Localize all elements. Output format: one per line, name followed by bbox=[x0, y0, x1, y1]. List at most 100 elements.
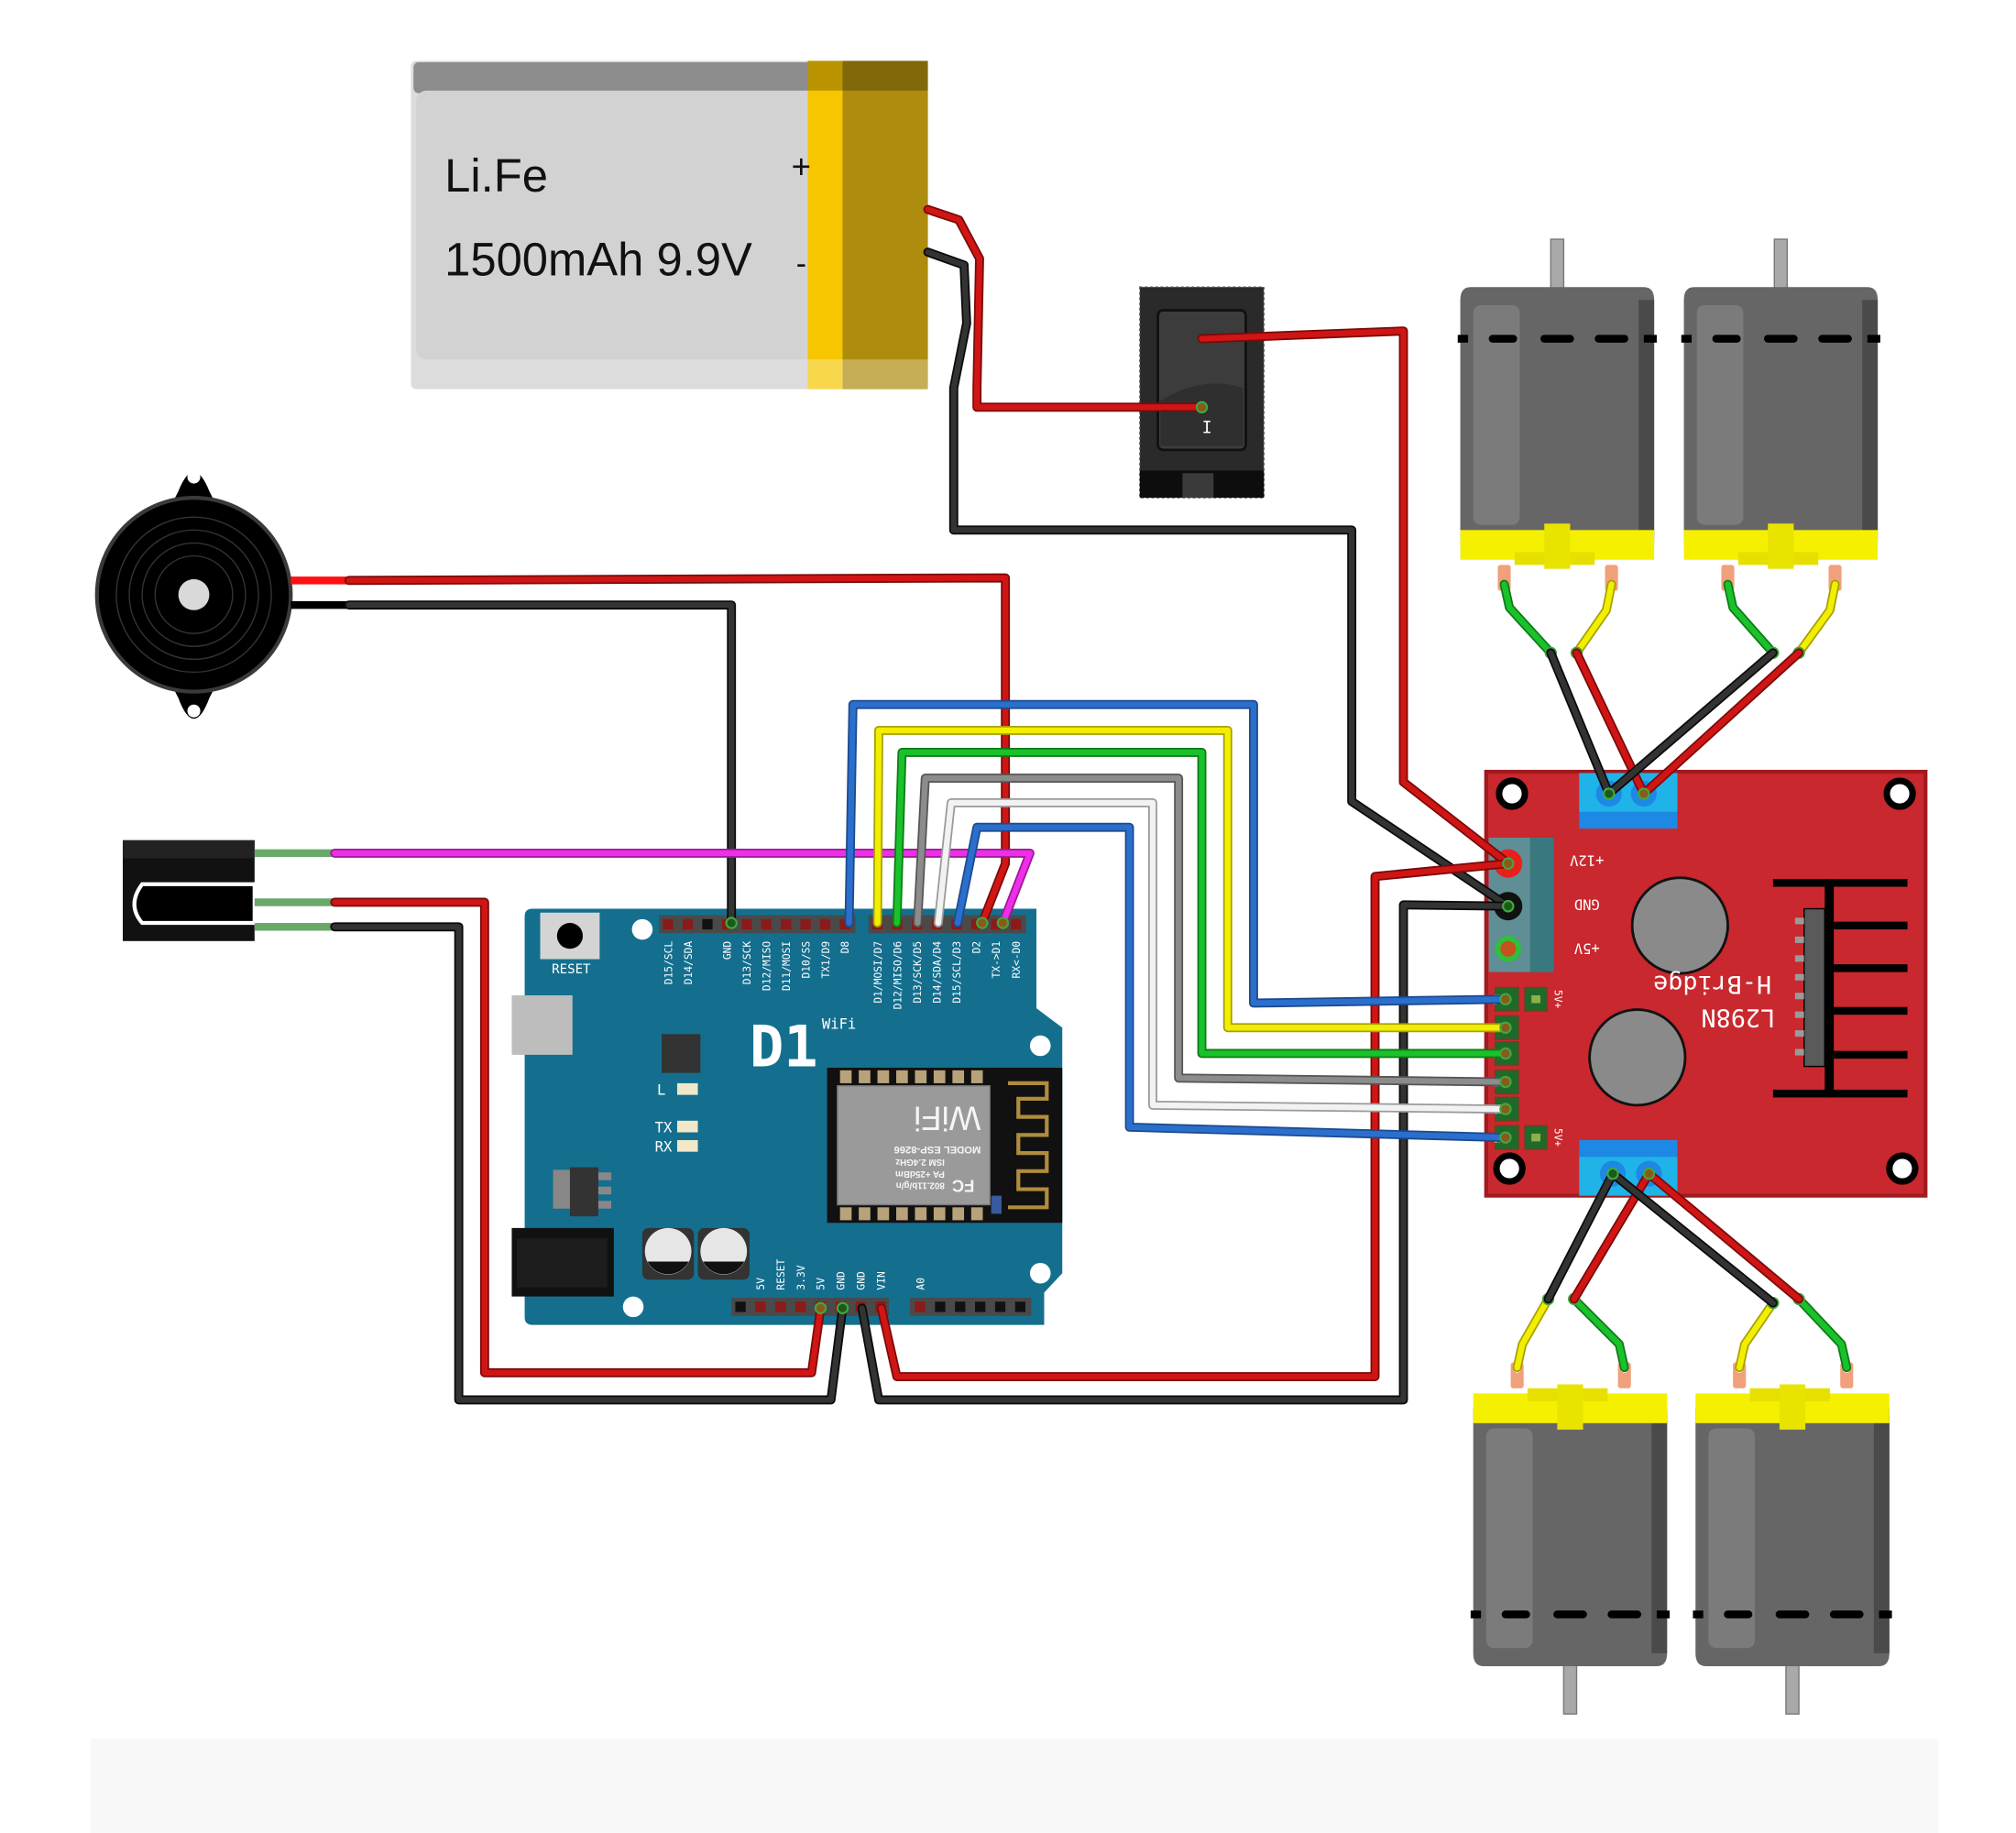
chip-pin bbox=[1794, 1030, 1804, 1037]
wire-endpoint[interactable] bbox=[1499, 993, 1512, 1005]
wire-endpoint[interactable] bbox=[996, 916, 1010, 929]
in4-wire[interactable] bbox=[933, 797, 1512, 1115]
pin-label: D1/MOSI/D7 bbox=[872, 941, 884, 1004]
ir-power-wire[interactable] bbox=[330, 897, 827, 1377]
header-pin[interactable] bbox=[775, 1301, 786, 1312]
buzzer-signal-wire[interactable] bbox=[344, 573, 1011, 929]
header-pin[interactable] bbox=[755, 1301, 766, 1312]
motor3-lead-yellow[interactable] bbox=[1512, 1292, 1555, 1373]
motor2-lead-yellow[interactable] bbox=[1792, 579, 1840, 660]
header-pin[interactable] bbox=[955, 1301, 966, 1312]
header-pin[interactable] bbox=[935, 1301, 946, 1312]
pin-label: D13/SCK bbox=[741, 941, 753, 985]
wire-endpoint[interactable] bbox=[1502, 900, 1515, 913]
pin-label: D14/SDA bbox=[683, 941, 695, 985]
wire-endpoint[interactable] bbox=[1638, 787, 1650, 800]
vin-wire[interactable] bbox=[876, 857, 1515, 1381]
dc-motor-2[interactable] bbox=[1681, 238, 1881, 592]
wire-endpoint[interactable] bbox=[1642, 1167, 1656, 1180]
motor3-lead-green[interactable] bbox=[1567, 1292, 1629, 1373]
wire-endpoint[interactable] bbox=[1606, 1167, 1619, 1180]
header-pin[interactable] bbox=[781, 918, 792, 930]
pin-label: GND bbox=[855, 1271, 867, 1290]
motor2-wire-red[interactable] bbox=[1638, 648, 1804, 800]
header-pin[interactable] bbox=[991, 918, 1002, 930]
header-pin[interactable] bbox=[915, 1301, 926, 1312]
in2-wire[interactable] bbox=[892, 747, 1512, 1060]
wire-endpoint[interactable] bbox=[1499, 1075, 1512, 1089]
gnd-wire[interactable] bbox=[857, 900, 1515, 1405]
header-pin[interactable] bbox=[994, 1301, 1006, 1312]
motor4-lead-yellow[interactable] bbox=[1735, 1296, 1780, 1373]
led-label-rx: RX bbox=[655, 1139, 673, 1156]
wire-endpoint[interactable] bbox=[1502, 857, 1515, 870]
motor4-wire-black[interactable] bbox=[1606, 1167, 1778, 1308]
wire-endpoint[interactable] bbox=[1499, 1021, 1512, 1034]
battery[interactable]: Li.Fe 1500mAh 9.9V + - bbox=[411, 60, 928, 390]
capacitor-1 bbox=[1630, 876, 1729, 975]
buzzer-ground-wire[interactable] bbox=[344, 600, 738, 929]
header-analog bbox=[909, 1298, 1032, 1316]
chip-pin bbox=[1794, 917, 1804, 925]
in3-wire[interactable] bbox=[913, 774, 1512, 1089]
header-pin[interactable] bbox=[663, 918, 674, 930]
pin-label: D12/MISO bbox=[761, 941, 773, 991]
esp-pad bbox=[896, 1207, 908, 1221]
dc-motor-4[interactable] bbox=[1692, 1361, 1893, 1715]
piezo-buzzer[interactable] bbox=[94, 470, 349, 719]
header-pin[interactable] bbox=[795, 1301, 806, 1312]
chip-pin bbox=[1794, 993, 1804, 1000]
wire-endpoint[interactable] bbox=[1603, 787, 1616, 800]
ir-receiver[interactable] bbox=[122, 840, 335, 941]
pin-label: TX1/D9 bbox=[820, 941, 832, 979]
wire-endpoint[interactable] bbox=[836, 1301, 849, 1315]
enb-wire[interactable] bbox=[953, 822, 1512, 1144]
wire-endpoint[interactable] bbox=[976, 916, 989, 929]
motor2-lead-green[interactable] bbox=[1723, 579, 1780, 660]
chip-pin bbox=[1794, 973, 1804, 981]
battery-positive-wire[interactable] bbox=[923, 204, 1209, 414]
motor1-lead-yellow[interactable] bbox=[1570, 579, 1616, 660]
pin-label: 3.3V bbox=[795, 1265, 807, 1290]
header-pin[interactable] bbox=[975, 1301, 986, 1312]
pin-label: RX<-D0 bbox=[1011, 941, 1023, 979]
wire-endpoint[interactable] bbox=[1499, 1047, 1512, 1060]
rocker-switch[interactable]: I bbox=[1139, 286, 1265, 499]
dc-motor-3[interactable] bbox=[1470, 1361, 1671, 1715]
esp-pad bbox=[859, 1070, 871, 1083]
dc-motor-1[interactable] bbox=[1457, 238, 1658, 592]
ena-wire[interactable] bbox=[844, 699, 1512, 1008]
wire-endpoint[interactable] bbox=[1195, 401, 1209, 414]
board-holes bbox=[622, 918, 1051, 1318]
header-pin[interactable] bbox=[1010, 918, 1022, 930]
led-tx bbox=[676, 1120, 698, 1133]
l298n-model-label: L298N bbox=[1701, 1004, 1775, 1032]
wire-endpoint[interactable] bbox=[725, 916, 738, 929]
wire-endpoint[interactable] bbox=[814, 1301, 827, 1315]
ir-signal-wire[interactable] bbox=[330, 848, 1035, 929]
header-pin[interactable] bbox=[761, 918, 772, 930]
motor1-lead-green[interactable] bbox=[1499, 579, 1558, 660]
header-pin[interactable] bbox=[800, 918, 811, 930]
motor4-lead-green[interactable] bbox=[1792, 1292, 1852, 1373]
header-pin[interactable] bbox=[1014, 1301, 1026, 1312]
header-pin[interactable] bbox=[735, 1301, 746, 1312]
header-pin[interactable] bbox=[702, 918, 713, 930]
motor2-wire-black[interactable] bbox=[1603, 648, 1778, 800]
battery-chemistry-label: Li.Fe bbox=[444, 149, 548, 202]
wire-endpoint[interactable] bbox=[1499, 1131, 1512, 1144]
header-pin[interactable] bbox=[682, 918, 694, 930]
motor4-wire-red[interactable] bbox=[1642, 1167, 1804, 1304]
voltage-regulator bbox=[569, 1167, 598, 1217]
ir-ground-wire[interactable] bbox=[330, 922, 849, 1405]
header-pin[interactable] bbox=[819, 918, 831, 930]
wemos-d1-board[interactable]: RESET L TX RX D1 WiFi bbox=[511, 908, 1063, 1325]
pin-label: D8 bbox=[839, 941, 851, 954]
esp-cert: FC bbox=[952, 1177, 974, 1196]
wire-endpoint[interactable] bbox=[1499, 1103, 1512, 1115]
jumper-label: 5V+ bbox=[1552, 990, 1564, 1009]
header-pin[interactable] bbox=[741, 918, 752, 930]
in1-wire[interactable] bbox=[872, 725, 1512, 1034]
